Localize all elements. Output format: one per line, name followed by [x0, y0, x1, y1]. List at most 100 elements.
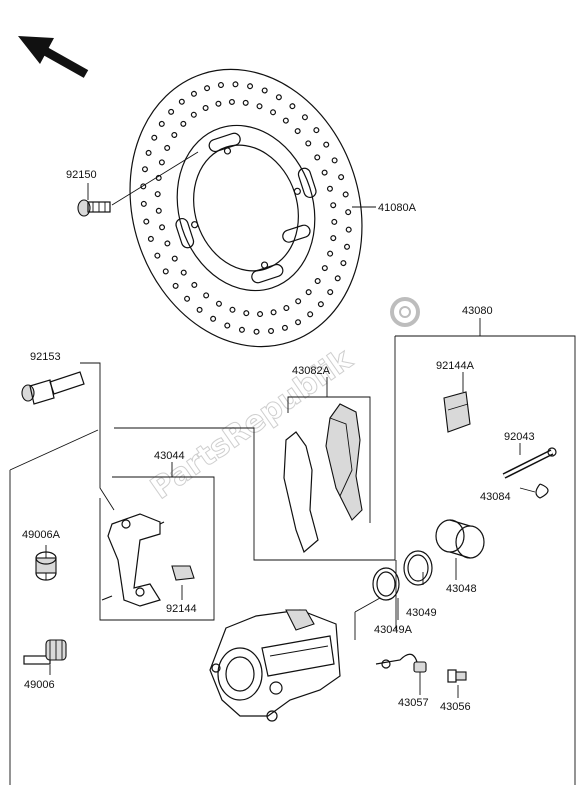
disc-hole: [295, 319, 302, 326]
disc-hole: [203, 292, 210, 299]
label-92043: 92043: [504, 431, 535, 443]
disc-bolt: [77, 151, 199, 217]
disc-hole: [268, 327, 275, 334]
disc-hole: [247, 83, 254, 90]
disc-hole: [326, 185, 333, 192]
label-49006A: 49006A: [22, 529, 61, 541]
pin-clip: [535, 483, 549, 499]
disc-hole: [289, 103, 296, 110]
dust-boot: [35, 551, 57, 581]
disc-hole: [215, 300, 222, 307]
disc-hole: [307, 311, 314, 318]
disc-hole: [327, 289, 334, 296]
disc-hole: [317, 301, 324, 308]
disc-hole: [178, 98, 185, 105]
anti-rattle-spring: [443, 391, 471, 433]
bleeder-cap: [375, 653, 427, 673]
disc-hole: [243, 310, 250, 317]
dust-seal: [372, 567, 400, 601]
slide-pin-boot: [23, 639, 67, 665]
disc-hole: [143, 218, 150, 225]
disc-hole: [270, 309, 277, 316]
disc-hole: [158, 159, 165, 166]
disc-hole: [294, 128, 301, 135]
disc-hole: [145, 149, 152, 156]
disc-hole: [327, 250, 334, 257]
watermark-gear-icon: [390, 297, 420, 327]
caliper-bracket: [101, 513, 165, 607]
disc-hole: [232, 81, 239, 88]
disc-hole: [283, 305, 290, 312]
disc-hole: [171, 255, 178, 262]
disc-hole: [238, 326, 245, 333]
disc-hole: [270, 109, 277, 116]
disc-hole: [330, 235, 337, 242]
label-43082A: 43082A: [292, 365, 331, 377]
disc-hole: [155, 207, 162, 214]
disc-hole: [158, 120, 165, 127]
disc-hole: [162, 268, 169, 275]
pad-spring-clip: [171, 565, 195, 581]
label-43049A: 43049A: [374, 624, 413, 636]
leader-lines: [9, 206, 576, 785]
disc-hole: [196, 306, 203, 313]
disc-hole: [313, 127, 320, 134]
disc-hole: [224, 322, 231, 329]
disc-hole: [190, 111, 197, 118]
disc-hole: [345, 209, 352, 216]
disc-hole: [164, 240, 171, 247]
disc-hole: [210, 315, 217, 322]
disc-hole: [314, 154, 321, 161]
brake-pads: [283, 403, 363, 554]
label-92153: 92153: [30, 351, 61, 363]
part-labels: 92150 41080A 43080 92153 43082A 92144A 4…: [22, 169, 535, 713]
disc-hole: [184, 295, 191, 302]
label-92150: 92150: [66, 169, 97, 181]
disc-hole: [172, 282, 179, 289]
label-49006: 49006: [24, 679, 55, 691]
disc-hole: [330, 202, 337, 209]
disc-hole: [180, 269, 187, 276]
label-43049: 43049: [406, 607, 437, 619]
disc-hole: [314, 278, 321, 285]
piston-seal: [403, 550, 433, 586]
disc-hole: [305, 140, 312, 147]
label-41080A: 41080A: [378, 202, 417, 214]
disc-hole: [140, 200, 147, 207]
piston: [435, 519, 485, 559]
label-43056: 43056: [440, 701, 471, 713]
disc-hole: [229, 306, 236, 313]
disc-hole: [261, 87, 268, 94]
caliper-body: [209, 609, 341, 722]
label-43048: 43048: [446, 583, 477, 595]
disc-hole: [342, 191, 349, 198]
label-43057: 43057: [398, 697, 429, 709]
label-43080: 43080: [462, 305, 493, 317]
disc-hole: [159, 224, 166, 231]
disc-hole: [345, 226, 352, 233]
disc-hole: [331, 157, 338, 164]
disc-hole: [295, 298, 302, 305]
disc-hole: [321, 169, 328, 176]
orientation-arrow: [18, 36, 89, 78]
disc-hole: [204, 85, 211, 92]
label-92144: 92144: [166, 603, 197, 615]
label-43084: 43084: [480, 491, 511, 503]
disc-hole: [344, 243, 351, 250]
disc-hole: [141, 166, 148, 173]
disc-hole: [242, 99, 249, 106]
disc-hole: [164, 144, 171, 151]
disc-hole: [275, 94, 282, 101]
disc-hole: [282, 117, 289, 124]
disc-hole: [256, 103, 263, 110]
disc-hole: [331, 218, 338, 225]
disc-hole: [340, 260, 347, 267]
pad-pin: [502, 447, 557, 479]
disc-hole: [321, 265, 328, 272]
label-43044: 43044: [154, 450, 185, 462]
disc-hole: [215, 100, 222, 107]
label-92144A: 92144A: [436, 360, 475, 372]
disc-hole: [151, 134, 158, 141]
disc-hole: [202, 104, 209, 111]
